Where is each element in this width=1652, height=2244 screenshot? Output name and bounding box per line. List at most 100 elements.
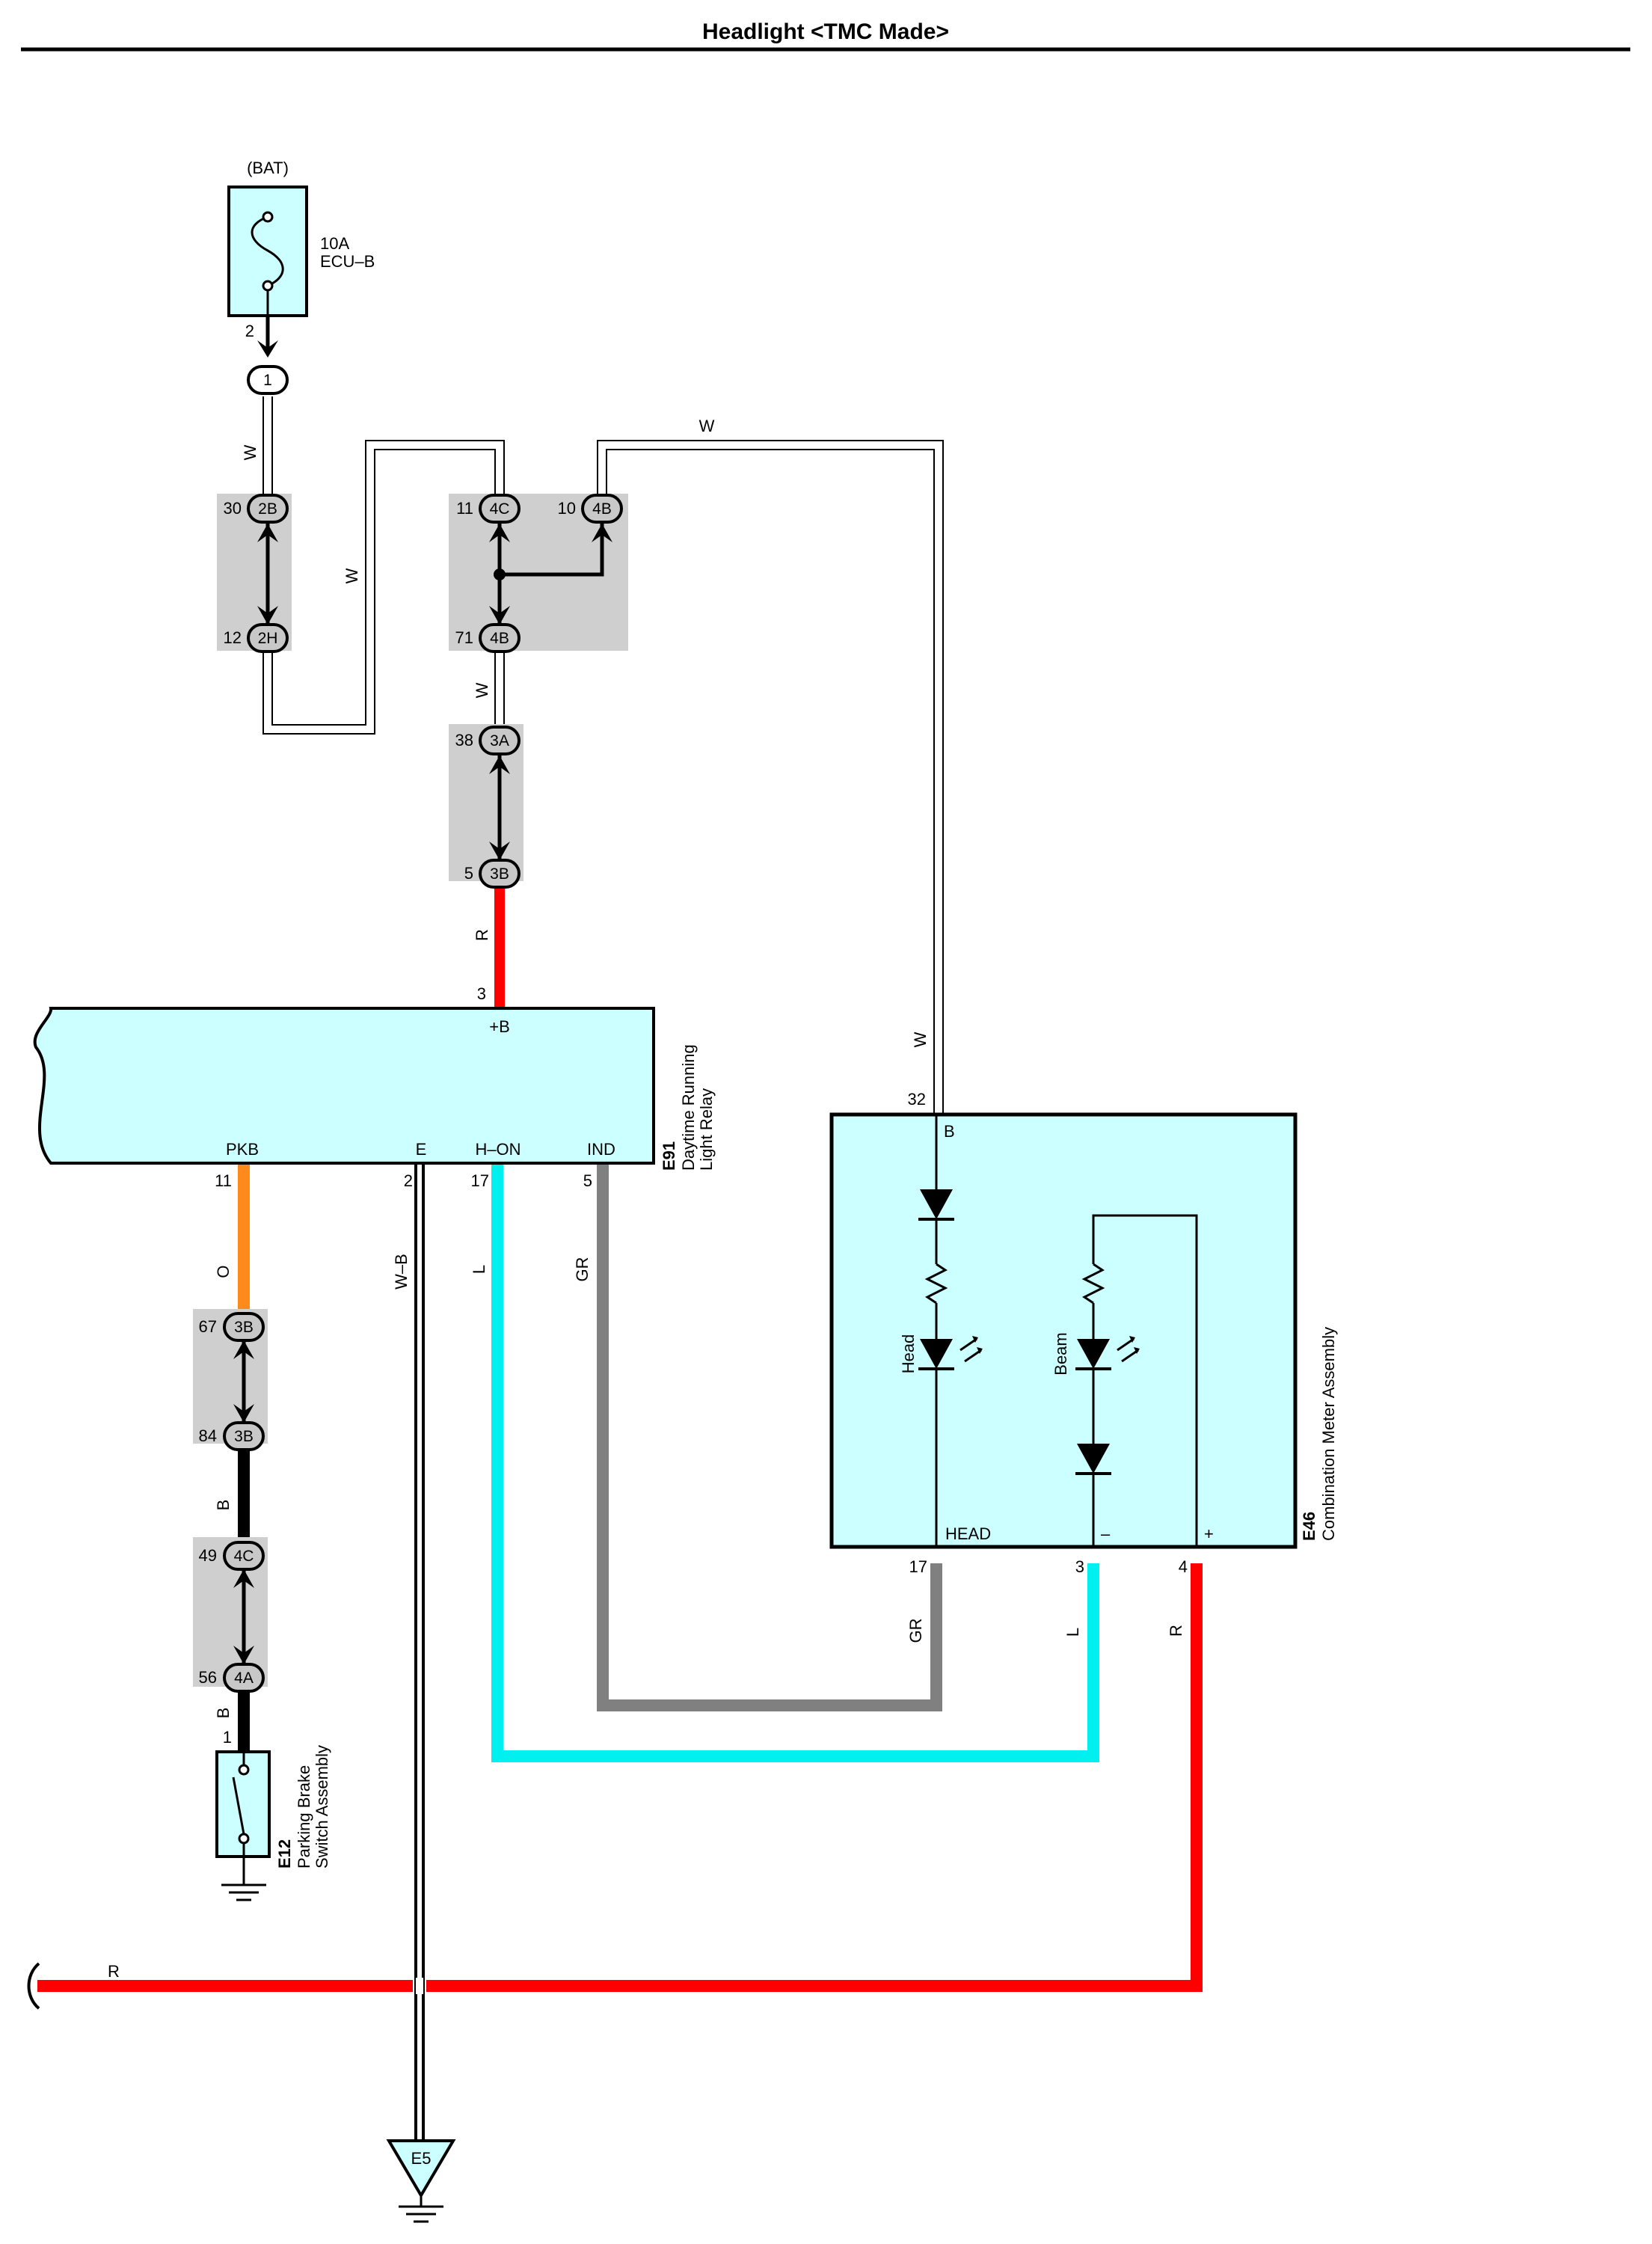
terminal-b-plus-pin: 3 — [477, 984, 486, 1003]
fuse-name: ECU–B — [320, 252, 375, 271]
wire-label: O — [214, 1265, 233, 1278]
terminal-b-pin: 32 — [908, 1090, 926, 1109]
fuse-rating: 10A — [320, 234, 349, 253]
connector-code: 4C — [234, 1548, 254, 1565]
connector-code: 3B — [234, 1428, 254, 1445]
fuse-element-icon — [251, 215, 284, 287]
splice-point — [494, 568, 506, 580]
switch-contact-icon — [232, 1776, 245, 1835]
connector-code: 3A — [490, 732, 509, 749]
terminal-h-on-pin: 17 — [471, 1171, 489, 1190]
arrow-down-icon — [489, 842, 510, 860]
terminal-e-label: E — [416, 1140, 427, 1159]
wire-label: W — [473, 682, 491, 698]
terminal-pkb-pin: 11 — [215, 1171, 232, 1190]
arrow-up-icon — [592, 524, 612, 542]
terminal-ind-label: IND — [587, 1140, 615, 1159]
arrow-down-icon — [233, 1646, 254, 1664]
terminal-b-plus-label: +B — [489, 1017, 510, 1036]
connector-code: 4B — [592, 500, 612, 518]
switch-pin: 1 — [223, 1728, 232, 1747]
relay-body — [33, 1007, 655, 1165]
meter-id: E46 — [1300, 1512, 1318, 1541]
connector-arrows — [233, 524, 612, 1664]
wire-label: W — [699, 417, 715, 435]
wire-label: W — [343, 568, 361, 583]
terminal-b-label: B — [944, 1122, 955, 1141]
wire-label: W — [911, 1031, 930, 1047]
relay-e91: +B 3 PKB E H–ON IND 11 2 17 5 E91 Daytim… — [33, 984, 716, 1190]
diode-icon — [920, 1189, 953, 1219]
arrow-up-icon — [489, 755, 510, 774]
connector-pin: 11 — [456, 499, 473, 518]
wire-label: R — [108, 1962, 120, 1981]
wire-break-icon — [27, 1962, 40, 2010]
wire-label: L — [1063, 1628, 1082, 1637]
page-title: Headlight <TMC Made> — [702, 19, 949, 44]
wire-label: GR — [573, 1257, 592, 1282]
connector-pin: 84 — [199, 1426, 217, 1445]
led-head-icon — [920, 1339, 953, 1369]
wire-labels: W W W W W R O B B W–B L GR GR L R R — [108, 417, 1185, 1981]
terminal-ind-pin: 5 — [583, 1171, 592, 1190]
junction-label: 1 — [263, 372, 272, 389]
wire-label: W–B — [392, 1254, 411, 1290]
wires — [37, 396, 1203, 2139]
arrow-up-icon — [233, 1569, 254, 1588]
junction-pill — [247, 365, 289, 395]
connector-code: 4B — [490, 630, 509, 647]
terminal-head-label: HEAD — [945, 1524, 991, 1543]
parking-brake-switch-e12: 1 E12 Parking Brake Switch Assembly — [215, 1728, 331, 1901]
fuse-ecu-b: (BAT) 10A ECU–B 2 1 — [227, 159, 375, 395]
relay-id: E91 — [660, 1141, 678, 1171]
terminal-h-on-label: H–ON — [475, 1140, 521, 1159]
arrow-down-icon — [233, 1404, 254, 1423]
terminal-minus-label: – — [1101, 1524, 1111, 1543]
wire-label: R — [473, 929, 491, 941]
connector-pin: 10 — [558, 499, 576, 518]
connector-pin: 5 — [464, 864, 473, 883]
diode-icon — [1077, 1444, 1110, 1474]
meter-e46: 32 B Head — [829, 1090, 1338, 1576]
fuse-supply-label: (BAT) — [247, 159, 289, 177]
terminal-e-pin: 2 — [404, 1171, 413, 1190]
connector-pin: 30 — [224, 499, 242, 518]
fuse-pin: 2 — [245, 322, 254, 340]
arrow-up-icon — [233, 1340, 254, 1359]
connector-pills: 2B 30 2H 12 4C 11 4B 10 4B 71 3A 38 3B 5… — [199, 494, 623, 1693]
arrow-down-icon — [489, 606, 510, 625]
arrow-down-icon — [257, 606, 278, 625]
terminal-head-pin: 17 — [909, 1557, 927, 1576]
wire-label: B — [214, 1708, 233, 1719]
meter-body — [829, 1112, 1298, 1549]
connector-code: 4C — [490, 500, 510, 518]
fuse-arrow-icon — [257, 340, 278, 358]
wire-label: L — [470, 1265, 488, 1274]
connector-pin: 38 — [455, 731, 473, 749]
ground-point-icon — [386, 2139, 456, 2198]
switch-name-line1: Parking Brake — [295, 1765, 313, 1869]
wire-l-relay-meter — [491, 1163, 1099, 1762]
light-rays-icon — [959, 1337, 982, 1363]
ground-icon — [221, 1883, 266, 1901]
ground-icon — [399, 2205, 443, 2223]
wire-label: R — [1167, 1625, 1185, 1637]
connector-pin: 12 — [224, 628, 242, 647]
wire-label: GR — [906, 1619, 925, 1643]
terminal-minus-pin: 3 — [1075, 1557, 1084, 1576]
light-rays-icon — [1117, 1337, 1139, 1363]
wire-gr-relay-meter — [597, 1163, 942, 1711]
arrow-up-icon — [257, 524, 278, 542]
connector-pin: 67 — [199, 1317, 217, 1336]
led-beam-icon — [1077, 1339, 1110, 1369]
led-head-label: Head — [899, 1334, 918, 1374]
wire-label: B — [214, 1500, 233, 1511]
terminal-pkb-label: PKB — [226, 1140, 259, 1159]
connector-code: 3B — [234, 1319, 254, 1336]
connector-pin: 49 — [199, 1546, 217, 1565]
connector-pin: 71 — [455, 628, 473, 647]
switch-id: E12 — [275, 1839, 294, 1869]
terminal-plus-label: + — [1204, 1524, 1214, 1543]
relay-name-line1: Daytime Running — [679, 1044, 698, 1171]
